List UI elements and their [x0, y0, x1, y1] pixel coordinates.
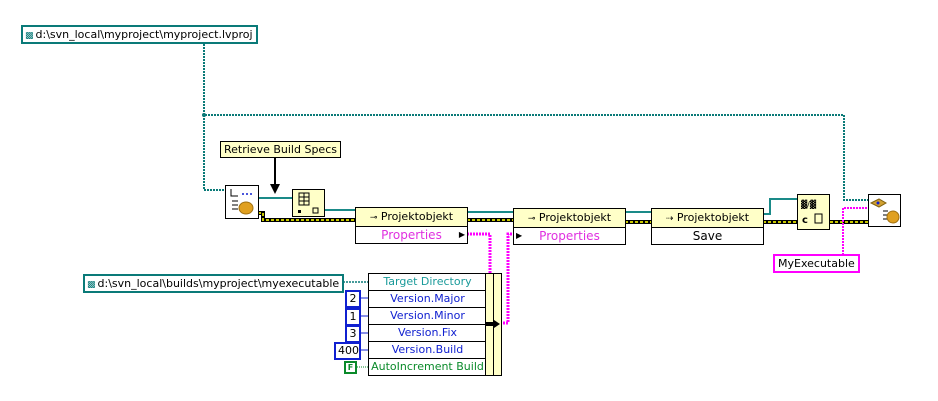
target-dir-path-constant[interactable]: ▩d:\svn_local\builds\myproject\myexecuta… — [83, 274, 345, 293]
svg-text:▓/▓: ▓/▓ — [801, 199, 816, 209]
bundle-by-name[interactable]: Target Directory Version.Major Version.M… — [368, 273, 487, 376]
property-node-1-header: ⊸ Projektobjekt — [356, 208, 467, 227]
field-label: AutoIncrement Build — [371, 360, 484, 373]
project-path-wire — [203, 41, 868, 201]
error-wire-inner — [258, 212, 355, 221]
input-arrow-icon: ▶ — [516, 231, 523, 240]
open-project-node[interactable] — [225, 185, 259, 219]
field-label: Version.Minor — [390, 309, 465, 322]
field-label: Version.Build — [391, 343, 464, 356]
retrieve-build-specs-label: Retrieve Build Specs — [220, 141, 341, 158]
build-spec-name-text: MyExecutable — [778, 257, 855, 270]
version-major-constant[interactable]: 2 — [345, 290, 361, 308]
invoke-node-method[interactable]: Save — [652, 228, 763, 244]
version-fix-value: 3 — [349, 327, 357, 340]
method-label: Save — [692, 229, 723, 243]
path-icon: ▩ — [87, 280, 96, 290]
get-build-specs-node[interactable] — [292, 189, 325, 217]
reference-icon: ⊸ — [527, 214, 536, 224]
refnum-wire-5 — [763, 198, 797, 215]
build-spec-name-constant[interactable]: MyExecutable — [773, 254, 860, 273]
build-node[interactable] — [868, 194, 901, 227]
output-arrow-icon: ▶ — [458, 230, 465, 239]
property-node-1-class: Projektobjekt — [380, 210, 454, 223]
property-node-1[interactable]: ⊸ Projektobjekt Properties ▶ — [355, 207, 468, 244]
bundle-field-version-build[interactable]: Version.Build — [369, 342, 486, 359]
annotation-text: Retrieve Build Specs — [224, 143, 337, 156]
version-build-value: 400 — [338, 344, 359, 357]
svg-text:c: c — [802, 215, 808, 226]
bundle-field-version-fix[interactable]: Version.Fix — [369, 325, 486, 342]
property-label: Properties — [381, 228, 442, 242]
version-fix-constant[interactable]: 3 — [345, 325, 361, 343]
error-wire-2-inner — [467, 219, 868, 223]
wire-junction — [202, 113, 206, 117]
property-label: Properties — [539, 229, 600, 243]
reference-icon: ⊸ — [369, 213, 378, 223]
cluster-wire-out — [467, 232, 492, 273]
invoke-node-save[interactable]: ⇢ Projektobjekt Save — [651, 208, 764, 245]
version-build-constant[interactable]: 400 — [334, 342, 361, 360]
build-specs-icon — [298, 192, 319, 214]
project-path-branch-wire — [203, 115, 225, 191]
bundle-field-version-major[interactable]: Version.Major — [369, 291, 486, 308]
target-dir-text: d:\svn_local\builds\myproject\myexecutab… — [97, 277, 340, 290]
auto-increment-constant[interactable]: F — [344, 361, 357, 374]
bundle-field-target-directory[interactable]: Target Directory — [369, 274, 486, 291]
project-path-constant[interactable]: ▩d:\svn_local\myproject\myproject.lvproj — [21, 25, 258, 44]
close-reference-node[interactable]: ▓/▓ c — [797, 194, 830, 230]
invoke-arrow-icon: ⇢ — [665, 214, 674, 224]
property-node-1-property[interactable]: Properties ▶ — [356, 227, 467, 243]
field-label: Target Directory — [383, 275, 472, 288]
version-major-value: 2 — [349, 292, 357, 305]
version-minor-constant[interactable]: 1 — [345, 308, 361, 326]
cluster-wire-in — [500, 232, 513, 325]
bundle-field-auto-increment[interactable]: AutoIncrement Build — [369, 359, 486, 375]
property-node-2-header: ⊸ Projektobjekt — [514, 209, 625, 228]
property-node-2[interactable]: ⊸ Projektobjekt ▶ Properties — [513, 208, 626, 245]
invoke-node-class: Projektobjekt — [676, 211, 750, 224]
build-icon — [869, 198, 900, 224]
property-node-2-class: Projektobjekt — [538, 211, 612, 224]
property-node-2-property[interactable]: ▶ Properties — [514, 228, 625, 244]
bundle-terminal-bar — [485, 273, 502, 376]
auto-increment-value: F — [347, 363, 354, 372]
name-wire — [842, 207, 868, 255]
bundle-divider — [493, 274, 494, 375]
invoke-node-header: ⇢ Projektobjekt — [652, 209, 763, 228]
field-label: Version.Fix — [397, 326, 458, 339]
path-icon: ▩ — [25, 31, 34, 41]
field-label: Version.Major — [390, 292, 465, 305]
open-project-icon — [230, 189, 254, 215]
annotation-arrowhead — [270, 184, 280, 194]
version-minor-value: 1 — [349, 310, 357, 323]
bundle-field-version-minor[interactable]: Version.Minor — [369, 308, 486, 325]
close-reference-icon: ▓/▓ c — [801, 199, 823, 226]
numeric-wires — [357, 297, 368, 351]
project-path-text: d:\svn_local\myproject\myproject.lvproj — [35, 28, 253, 41]
bundle-arrow-icon — [486, 320, 500, 328]
